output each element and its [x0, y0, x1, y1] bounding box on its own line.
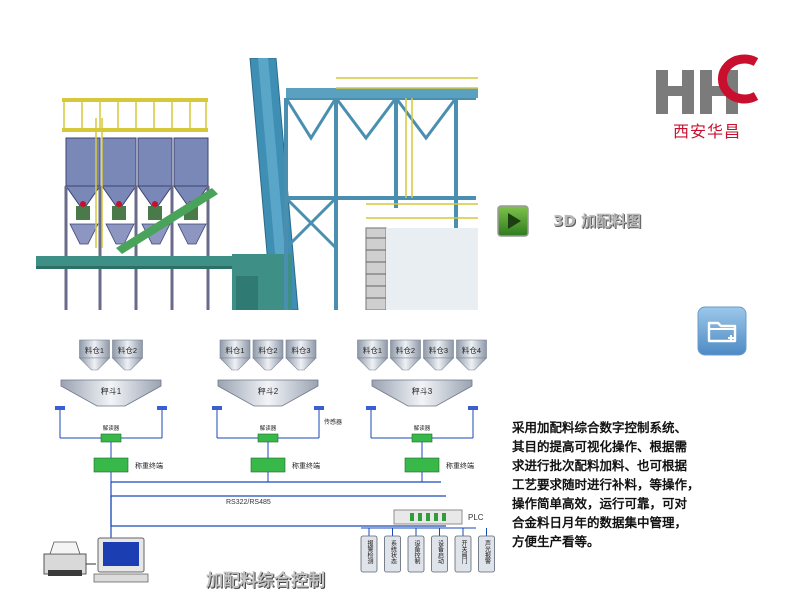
weighing-terminal	[250, 457, 286, 473]
io-module: 设备控制	[407, 528, 425, 573]
description-line: 求进行批次配料加料、也可根据	[512, 458, 688, 473]
io-module: 开关阀门	[454, 528, 472, 573]
hopper-label: 秤斗1	[101, 386, 122, 396]
silo-label: 料仓3	[291, 345, 310, 355]
description-text: 采用加配料综合数字控制系统、 其目的提高可视化操作、根据需 求进行批次配料加料、…	[512, 418, 744, 551]
terminal-label: 称重终端	[135, 461, 163, 470]
description-line: 操作简单高效，运行可靠，可对	[512, 496, 688, 511]
menu-3d-diagram-label[interactable]: 3D 加配料图	[553, 212, 642, 230]
io-module-label: 系统状态	[390, 539, 397, 564]
material-silo: 料仓2	[111, 339, 144, 371]
diagram-title: 加配料综合控制	[206, 571, 325, 591]
plc-label: PLC	[468, 513, 484, 522]
io-module: 报警检测	[360, 528, 378, 573]
io-module-label: 设备启动	[437, 539, 444, 565]
io-module-label: 报警检测	[366, 539, 373, 565]
amplifier-label: 解读器	[260, 424, 277, 432]
computer-workstation-icon	[93, 537, 149, 583]
io-module-label: 声光报警	[484, 539, 491, 565]
hopper-label: 秤斗3	[412, 386, 433, 396]
description-line: 方便生产看等。	[512, 534, 600, 549]
silo-label: 料仓1	[225, 345, 244, 355]
description-line: 工艺要求随时进行补料，等操作，	[512, 477, 700, 492]
company-name: 西安华昌	[672, 122, 741, 141]
bus-label: RS322/RS485	[226, 499, 271, 506]
silo-label: 料仓1	[363, 345, 382, 355]
description-line: 采用加配料综合数字控制系统、	[512, 420, 688, 435]
material-silo: 料仓2	[252, 339, 284, 371]
printer-icon	[43, 541, 87, 576]
weighing-terminal	[93, 457, 129, 473]
silo-label: 料仓2	[396, 345, 415, 355]
silo-label: 料仓2	[118, 345, 137, 355]
material-silo: 料仓1	[219, 339, 251, 371]
play-button-icon[interactable]	[497, 205, 529, 237]
io-module-label: 设备控制	[413, 539, 420, 565]
io-module: 声光报警	[478, 528, 495, 573]
silo-label: 料仓4	[462, 345, 481, 355]
material-silo: 料仓2	[389, 339, 422, 371]
plant-3d-illustration	[36, 58, 478, 310]
silo-label: 料仓1	[85, 345, 104, 355]
company-logo: 西安华昌	[652, 52, 762, 142]
sensor-label: 传感器	[324, 418, 342, 426]
material-silo: 料仓1	[78, 339, 111, 371]
io-module: 设备启动	[431, 528, 448, 573]
material-silo: 料仓3	[422, 339, 455, 371]
folder-add-icon[interactable]	[697, 306, 747, 356]
amplifier-label: 解读器	[103, 424, 120, 432]
material-silo: 料仓3	[285, 339, 317, 371]
material-silo: 料仓1	[356, 339, 389, 371]
description-line: 其目的提高可视化操作、根据需	[512, 439, 688, 454]
description-line: 合金料日月年的数据集中管理，	[512, 515, 688, 530]
silo-label: 料仓2	[258, 345, 277, 355]
silo-label: 料仓3	[429, 345, 448, 355]
weighing-terminal	[404, 457, 440, 473]
io-module-label: 开关阀门	[460, 540, 467, 565]
amplifier-label: 解读器	[414, 424, 431, 432]
terminal-label: 称重终端	[446, 461, 474, 470]
hc-logo-icon	[656, 54, 759, 114]
terminal-label: 称重终端	[292, 461, 320, 470]
material-silo: 料仓4	[455, 339, 488, 371]
io-module: 系统状态	[384, 528, 401, 573]
hopper-label: 秤斗2	[258, 386, 279, 396]
